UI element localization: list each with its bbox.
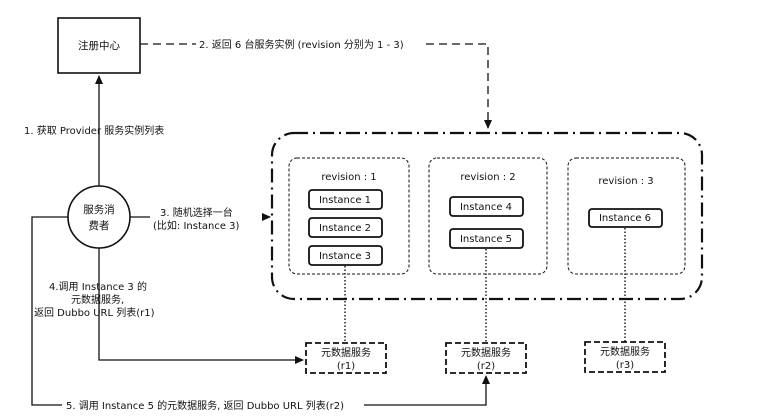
metadata-service-r1: 元数据服务 (r1) [305,342,387,374]
instance-1-label: Instance 1 [319,195,371,206]
step2-arrow [140,43,492,129]
revision-2-title: revision : 2 [460,172,515,183]
step2-label-bg [196,35,424,53]
step4-arrow [98,248,304,364]
instance-6-box [588,208,663,228]
step5-label: 5. 调用 Instance 5 的元数据服务, 返回 Dubbo URL 列表… [66,399,344,412]
metadata-service-r1-label: 元数据服务 [321,346,371,359]
instance-5-box [449,228,524,249]
revision-group-2: revision : 2 Instance 4 Instance 5 [428,157,548,275]
metadata-service-r1-sub: (r1) [337,361,355,372]
instance-group-container [270,131,704,301]
revision-2-box [428,157,548,275]
instance-1-box [308,189,383,210]
metadata-service-r2-box [445,342,527,374]
metadata-service-r3-sub: (r3) [616,360,634,371]
step3-label-bg [150,204,262,232]
instance-6-label: Instance 6 [599,213,651,224]
consumer-node: 服务消 费者 [67,185,131,249]
instance-5-label: Instance 5 [460,234,512,245]
step2-label: 2. 返回 6 台服务实例 (revision 分别为 1 - 3) [199,38,404,51]
metadata-service-r1-box [305,342,387,374]
instance-4-label: Instance 4 [460,202,512,213]
metadata-service-r3-box [584,341,666,373]
consumer-label-line2: 费者 [89,219,110,232]
instance-4-box [449,196,524,217]
revision-1-title: revision : 1 [321,172,376,183]
revision-1-box [288,157,410,275]
step5-label-bg [62,397,364,413]
consumer-label-line1: 服务消 [83,203,115,216]
revision-group-3: revision : 3 Instance 6 [567,157,686,275]
registry-box [57,17,141,74]
revision-group-1: revision : 1 Instance 1 Instance 2 Insta… [288,157,410,275]
step3-label-line2: (比如: Instance 3) [153,219,240,232]
metadata-service-r3-label: 元数据服务 [600,345,650,358]
metadata-service-r3: 元数据服务 (r3) [584,341,666,373]
step5-arrow [31,216,490,406]
instance-3-box [308,245,383,266]
registry-node: 注册中心 [57,17,141,74]
instance-2-box [308,217,383,238]
step4-label-line1: 4.调用 Instance 3 的 [49,280,147,293]
step1-label: 1. 获取 Provider 服务实例列表 [24,124,164,137]
metadata-service-r2: 元数据服务 (r2) [445,342,527,374]
instance-3-label: Instance 3 [319,251,371,262]
step4-label-line3: 返回 Dubbo URL 列表(r1) [34,306,155,319]
step3-label-line1: 3. 随机选择一台 [160,206,233,219]
consumer-circle [67,185,131,249]
instance-2-label: Instance 2 [319,223,371,234]
registry-label: 注册中心 [78,39,120,52]
revision-3-title: revision : 3 [598,176,653,187]
step4-label-line2: 元数据服务, [71,293,124,306]
metadata-service-r2-sub: (r2) [477,361,495,372]
revision-3-box [567,157,686,275]
metadata-service-r2-label: 元数据服务 [461,346,511,359]
